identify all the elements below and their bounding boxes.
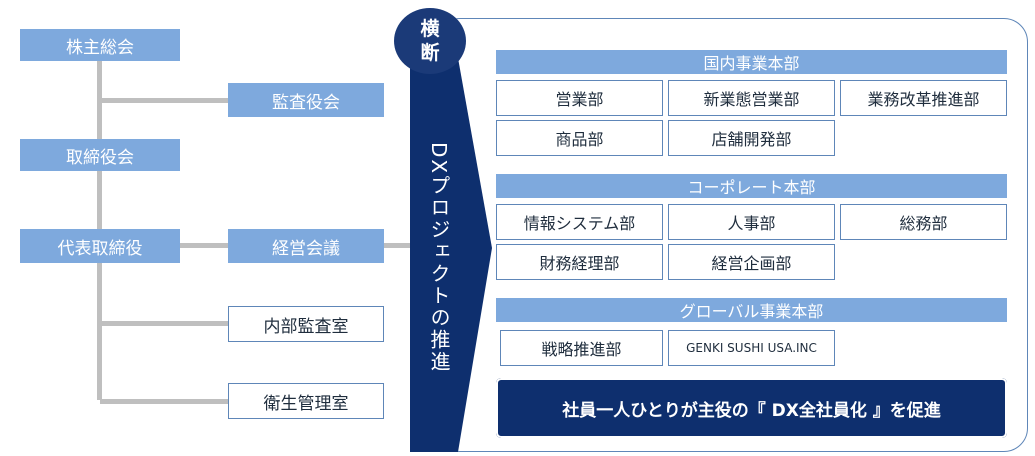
dept-new-business-sales: 新業態営業部: [668, 80, 835, 116]
management-meeting-box: 経営会議: [228, 229, 384, 263]
shareholders-meeting-box: 株主総会: [20, 29, 180, 61]
cross-badge-line2: 断: [420, 42, 440, 64]
board-of-directors-box: 取締役会: [20, 139, 180, 171]
connector-trunk: [97, 56, 102, 400]
dx-project-title: DXプロジェクトの推進: [427, 142, 451, 374]
hygiene-management-office-box: 衛生管理室: [228, 383, 384, 419]
dept-corporate-planning: 経営企画部: [668, 244, 835, 280]
dx-project-band-shape: [410, 58, 492, 452]
dept-sales: 営業部: [496, 80, 663, 116]
representative-director-box: 代表取締役: [20, 229, 180, 263]
internal-audit-office-box: 内部監査室: [228, 306, 384, 342]
cross-badge-line1: 横: [420, 18, 440, 40]
connector-hygiene: [100, 399, 230, 404]
dept-merchandise: 商品部: [496, 120, 663, 156]
dept-general-affairs: 総務部: [840, 204, 1007, 240]
dept-genki-sushi-usa: GENKI SUSHI USA.INC: [668, 330, 835, 366]
dept-store-development: 店舗開発部: [668, 120, 835, 156]
dept-strategy-promotion: 戦略推進部: [500, 330, 663, 366]
connector-internal-audit: [100, 321, 230, 326]
corporate-division-header: コーポレート本部: [496, 174, 1007, 198]
dept-business-reform: 業務改革推進部: [840, 80, 1007, 116]
dept-finance-accounting: 財務経理部: [496, 244, 663, 280]
audit-board-box: 監査役会: [228, 83, 384, 117]
connector-audit-board: [100, 98, 230, 103]
global-division-header: グローバル事業本部: [496, 298, 1007, 322]
domestic-division-header: 国内事業本部: [496, 50, 1007, 74]
cross-badge: 横 断: [394, 8, 466, 74]
dept-information-systems: 情報システム部: [496, 204, 663, 240]
connector-management-meeting: [180, 243, 230, 248]
connector-to-dx-project: [382, 243, 414, 248]
dept-human-resources: 人事部: [668, 204, 835, 240]
dx-all-employee-slogan: 社員一人ひとりが主役の『 DX全社員化 』を促進: [496, 378, 1007, 438]
